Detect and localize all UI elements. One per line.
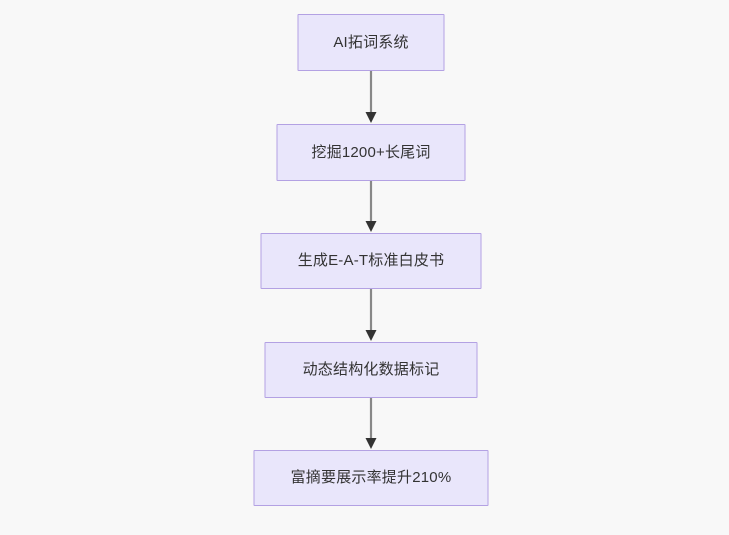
flow-node-ai-keyword-system[interactable]: AI拓词系统: [297, 14, 445, 71]
flow-edge-3-4: [365, 289, 377, 342]
flow-node-label: 挖掘1200+长尾词: [311, 143, 431, 161]
flow-node-rich-snippet-impression-uplift[interactable]: 富摘要展示率提升210%: [253, 450, 489, 506]
flow-edge-4-5: [365, 398, 377, 450]
flow-node-label: 生成E-A-T标准白皮书: [297, 252, 445, 269]
flow-node-generate-eat-whitepaper[interactable]: 生成E-A-T标准白皮书: [260, 233, 482, 289]
flow-node-dynamic-structured-data-markup[interactable]: 动态结构化数据标记: [264, 342, 478, 398]
arrow-down-icon: [365, 71, 377, 123]
flow-node-mine-longtail-keywords[interactable]: 挖掘1200+长尾词: [276, 124, 466, 181]
arrow-down-icon: [365, 289, 377, 341]
flow-edge-1-2: [365, 71, 377, 124]
flow-node-label: 富摘要展示率提升210%: [290, 469, 452, 486]
flow-node-label: AI拓词系统: [333, 33, 409, 51]
flow-node-label: 动态结构化数据标记: [302, 361, 440, 378]
flow-edge-2-3: [365, 181, 377, 233]
arrow-down-icon: [365, 398, 377, 449]
arrow-down-icon: [365, 181, 377, 232]
